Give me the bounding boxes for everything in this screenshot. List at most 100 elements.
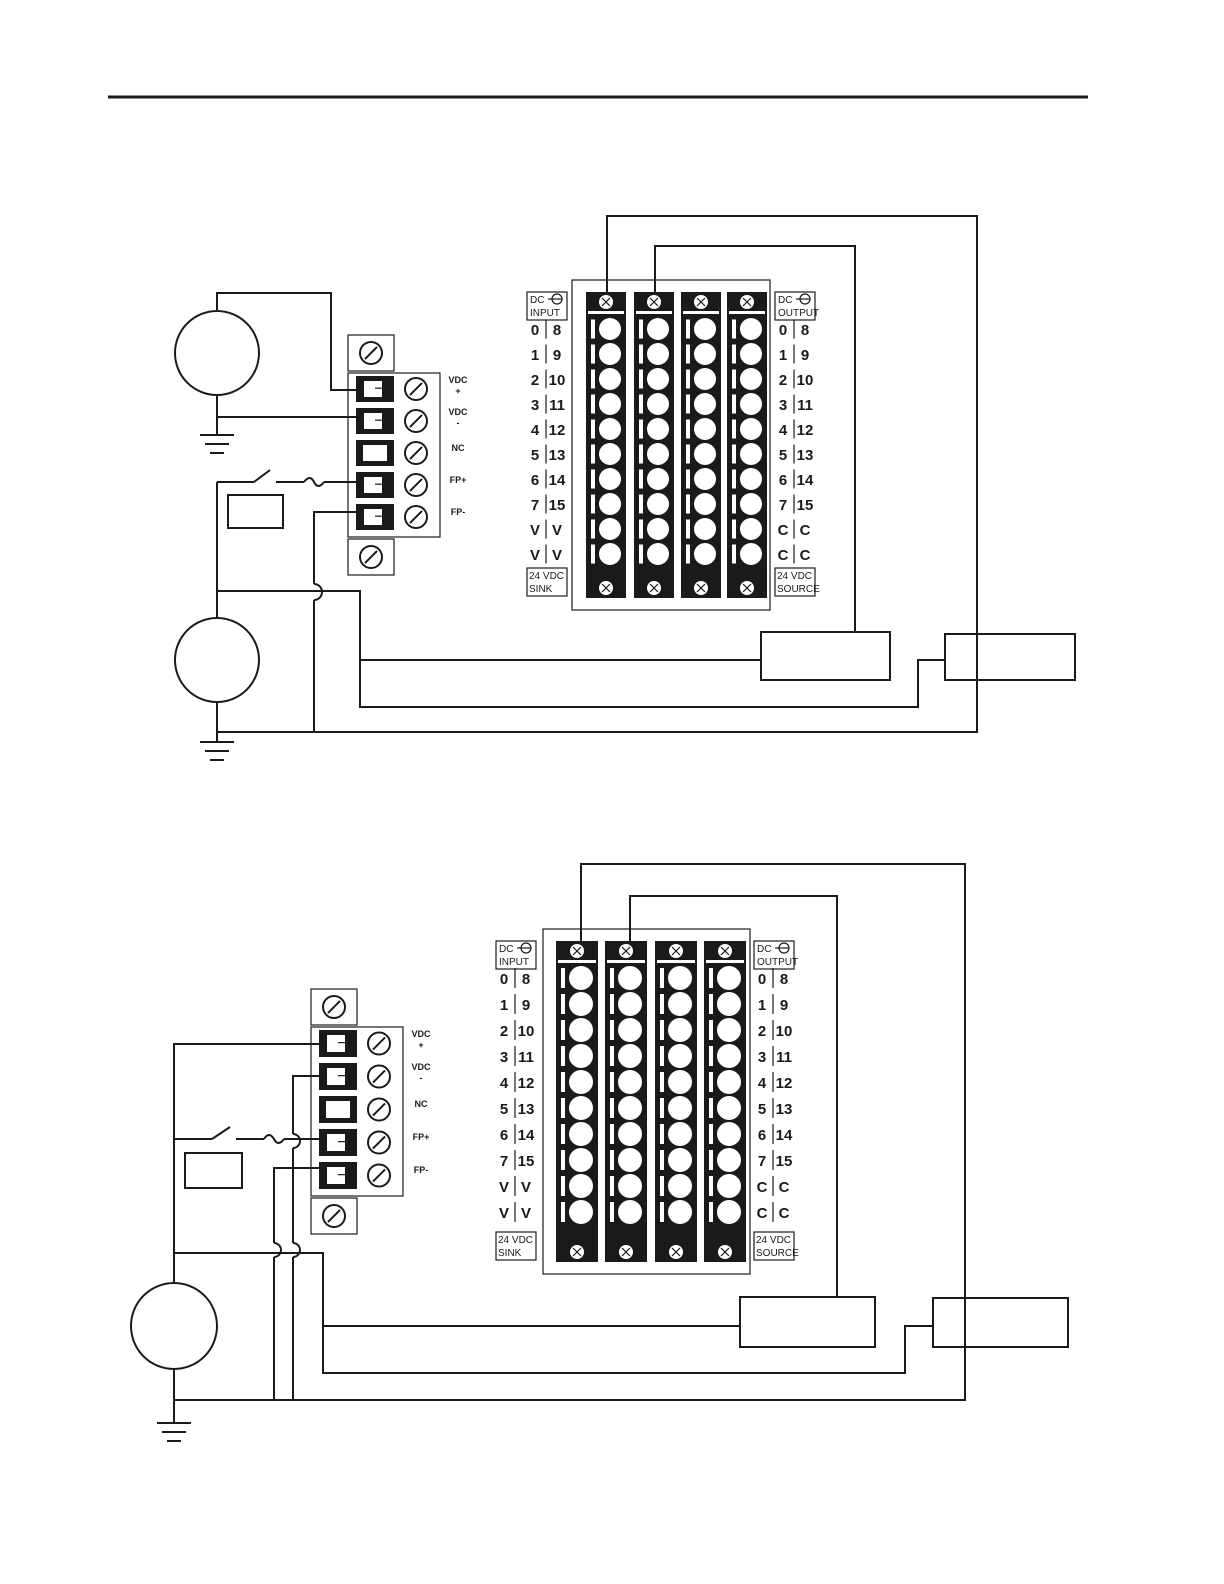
terminal-tab	[732, 519, 736, 539]
terminal-tab	[660, 1176, 664, 1196]
input-row-label: 12	[518, 1075, 535, 1092]
terminal-hole	[618, 1200, 642, 1224]
screw	[367, 1097, 391, 1122]
output-row-label: C	[778, 522, 789, 539]
terminal-tab	[639, 494, 643, 514]
terminal-hole	[569, 1044, 593, 1068]
terminal-tab	[561, 1202, 565, 1222]
terminal-window	[326, 1101, 350, 1118]
terminal-label: FP-	[414, 1165, 429, 1175]
terminal-tab	[591, 419, 595, 439]
terminal-window	[364, 509, 382, 525]
wire-loop-outer	[173, 863, 966, 1401]
terminal-hole	[717, 1200, 741, 1224]
terminal-hole	[618, 1096, 642, 1120]
wire-common	[174, 1252, 933, 1374]
terminal-hole	[647, 543, 669, 565]
terminal-hole	[740, 368, 762, 390]
terminal-label: VDC	[448, 407, 468, 417]
terminal-hole	[569, 1148, 593, 1172]
terminal-tab	[610, 1124, 614, 1144]
terminal-tab	[591, 369, 595, 389]
screw	[367, 1031, 391, 1056]
terminal-tab	[709, 1098, 713, 1118]
terminal-tab	[686, 544, 690, 564]
output-row-label: 7	[758, 1153, 766, 1170]
input-row-label: 9	[522, 997, 530, 1014]
output-row-label: 14	[797, 472, 814, 489]
input-row-label: 11	[549, 397, 565, 414]
terminal-tab	[660, 1046, 664, 1066]
output-footer-box	[753, 1231, 795, 1261]
terminal-hole	[599, 368, 621, 390]
module-outline	[542, 928, 751, 1275]
terminal-tab	[639, 369, 643, 389]
terminal-hole	[668, 1174, 692, 1198]
terminal-hole	[740, 343, 762, 365]
screw-slot	[364, 550, 378, 564]
terminal-label: FP+	[413, 1132, 430, 1142]
screw-slot	[409, 478, 423, 492]
terminal-tab	[591, 444, 595, 464]
screw-head	[359, 341, 383, 365]
terminal-tab	[591, 469, 595, 489]
terminal-tab	[639, 344, 643, 364]
input-row-label: 15	[549, 497, 566, 514]
output-row-label: C	[757, 1205, 768, 1222]
terminal-hole	[599, 318, 621, 340]
input-footer: 24 VDC	[529, 571, 564, 582]
input-row-label: 2	[500, 1023, 508, 1040]
terminal-tab	[686, 419, 690, 439]
terminal-tab	[610, 1202, 614, 1222]
strip-band	[657, 960, 695, 963]
power-supply-circle	[174, 310, 260, 396]
input-footer-sub: SINK	[529, 584, 553, 595]
cross-screw	[599, 581, 613, 595]
input-row-label: 2	[531, 372, 539, 389]
terminal-label: VDC	[411, 1029, 431, 1039]
switch-blade	[253, 469, 271, 483]
strip-band	[607, 960, 645, 963]
cross-screw	[570, 1245, 584, 1259]
terminal-tab	[686, 494, 690, 514]
terminal-hole	[668, 1122, 692, 1146]
screw-head	[404, 505, 428, 529]
output-row-label: 15	[797, 497, 814, 514]
terminal-hole	[740, 393, 762, 415]
terminal-hole	[647, 443, 669, 465]
cross-mark	[621, 1247, 631, 1257]
terminal-window	[327, 1068, 345, 1085]
terminal-tab	[561, 994, 565, 1014]
terminal-tab	[686, 444, 690, 464]
wire-loop-inner	[629, 895, 838, 1297]
strip-band	[588, 311, 624, 314]
screw-head	[367, 1163, 391, 1188]
screw-slot	[372, 1168, 386, 1183]
output-footer-sub: SOURCE	[756, 1248, 799, 1259]
strip-band	[683, 311, 719, 314]
input-footer-sub: SINK	[498, 1248, 522, 1259]
terminal-hole	[668, 1070, 692, 1094]
terminal-tab	[709, 1150, 713, 1170]
terminal-label-sub: -	[420, 1073, 423, 1083]
terminal-hole	[694, 493, 716, 515]
cross-screw	[740, 295, 754, 309]
screw	[404, 505, 428, 529]
terminal-tab	[610, 1176, 614, 1196]
screw-head	[404, 377, 428, 401]
input-row-label: 0	[531, 322, 539, 339]
output-row-label: 14	[776, 1127, 793, 1144]
terminal-tab	[639, 394, 643, 414]
input-footer-box	[495, 1231, 537, 1261]
terminal-tab	[639, 469, 643, 489]
input-header-box	[526, 291, 568, 321]
terminal-hole	[694, 393, 716, 415]
input-row-label: 3	[531, 397, 539, 414]
input-row-label: 6	[531, 472, 539, 489]
output-row-label: 8	[780, 971, 788, 988]
terminal-tab	[561, 1124, 565, 1144]
output-row-label: 10	[797, 372, 814, 389]
